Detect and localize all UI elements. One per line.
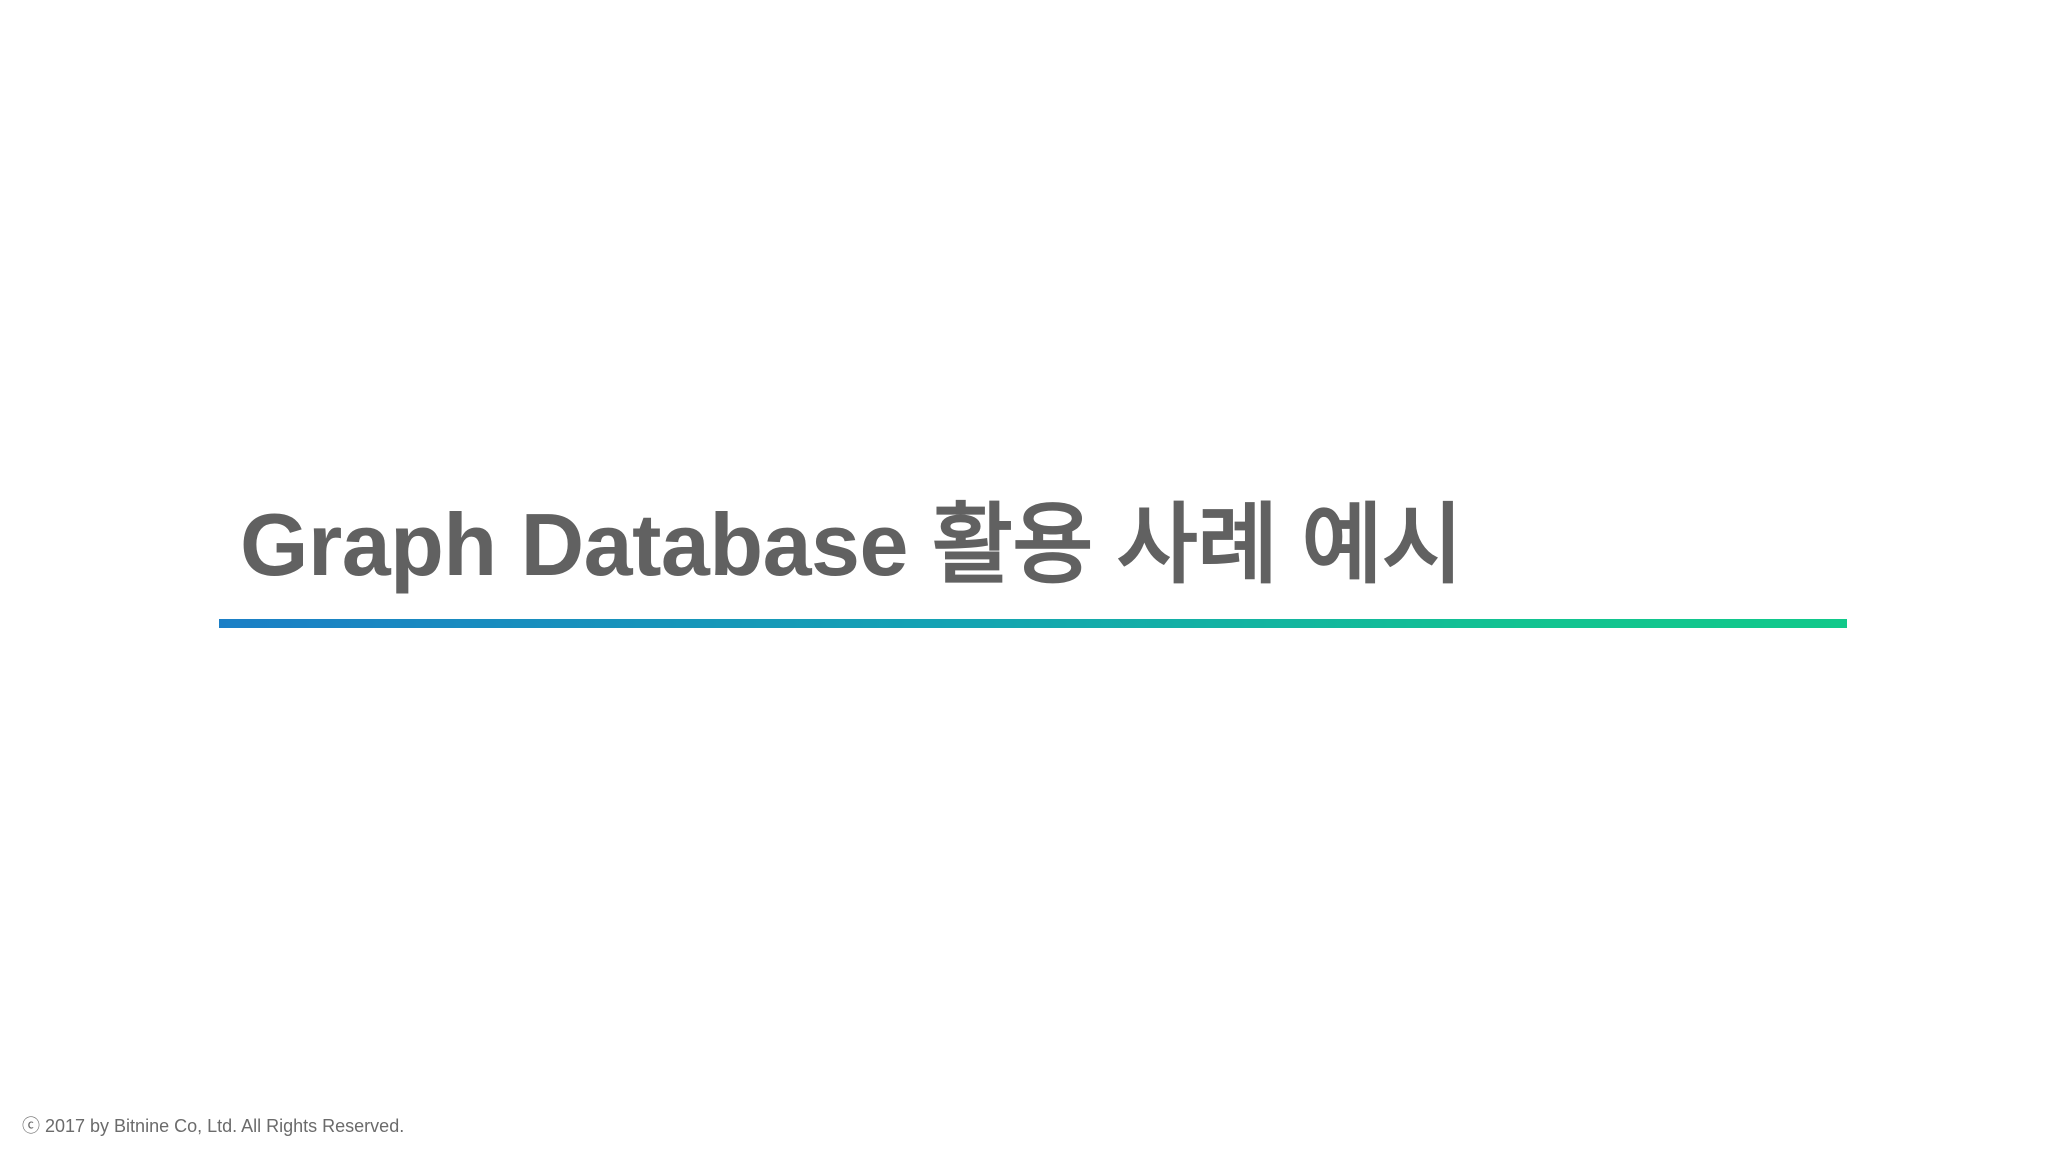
title-underline-divider: [219, 619, 1847, 628]
slide-title: Graph Database 활용 사례 예시: [240, 495, 1463, 594]
copyright-footer: ⓒ 2017 by Bitnine Co, Ltd. All Rights Re…: [22, 1116, 405, 1136]
